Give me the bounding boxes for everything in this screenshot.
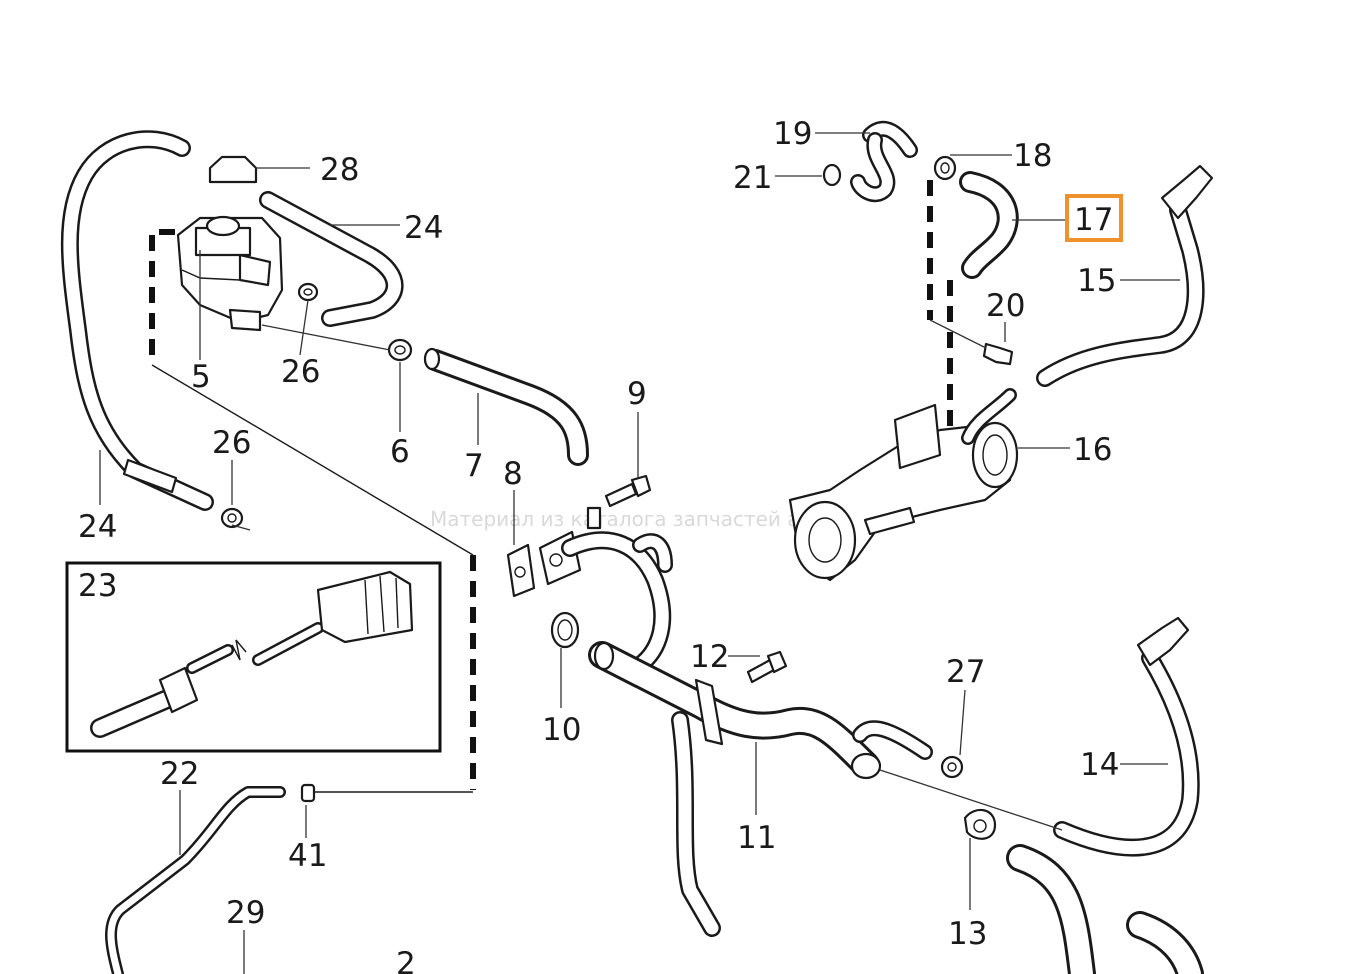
callout-13[interactable]: 13 [948, 916, 987, 952]
callout-7[interactable]: 7 [464, 448, 484, 484]
part-26-clamp-upper[interactable] [297, 282, 319, 302]
part-17-hose[interactable] [959, 171, 1019, 279]
callout-27[interactable]: 27 [946, 654, 985, 690]
callout-10[interactable]: 10 [542, 712, 581, 748]
part-28-reservoir-cap[interactable] [208, 155, 258, 184]
callout-8[interactable]: 8 [503, 456, 523, 492]
callout-12[interactable]: 12 [690, 639, 729, 675]
callout-24-upper[interactable]: 24 [404, 210, 443, 246]
part-lower-right-hose-a[interactable] [1006, 844, 1096, 974]
part-15-hose[interactable] [1036, 164, 1214, 387]
part-10-o-ring[interactable] [550, 611, 580, 649]
callout-11[interactable]: 11 [737, 820, 776, 856]
callout-26-upper[interactable]: 26 [281, 354, 320, 390]
part-9-bolt[interactable] [604, 474, 652, 508]
part-7-hose[interactable] [423, 347, 589, 466]
callout-14[interactable]: 14 [1080, 747, 1119, 783]
callout-21[interactable]: 21 [733, 160, 772, 196]
highlight-box-17 [1065, 194, 1123, 242]
part-18-clamp[interactable] [933, 155, 957, 181]
callout-17[interactable]: 17 [1074, 202, 1113, 238]
part-16-thermostat-housing[interactable] [788, 388, 1019, 582]
part-22-hose[interactable] [105, 786, 286, 974]
part-27-clamp[interactable] [940, 755, 964, 779]
part-21-o-ring[interactable] [822, 163, 842, 187]
part-12-bolt[interactable] [746, 650, 788, 684]
callout-16[interactable]: 16 [1073, 432, 1112, 468]
callout-22[interactable]: 22 [160, 756, 199, 792]
callout-41[interactable]: 41 [288, 838, 327, 874]
callout-19[interactable]: 19 [773, 116, 812, 152]
part-coolant-pipe-upper[interactable] [561, 506, 673, 674]
part-lower-right-hose-b[interactable] [1126, 911, 1204, 974]
part-13-clamp[interactable] [963, 808, 997, 840]
callout-15[interactable]: 15 [1077, 263, 1116, 299]
part-26-clamp-lower[interactable] [220, 507, 244, 529]
callout-5[interactable]: 5 [191, 359, 211, 395]
callout-24-lower[interactable]: 24 [78, 509, 117, 545]
callout-9[interactable]: 9 [627, 376, 647, 412]
callout-labels: 28 24 5 26 6 7 9 8 26 24 23 22 41 29 2 1… [78, 116, 1119, 974]
callout-26-lower[interactable]: 26 [212, 425, 251, 461]
part-6-clamp[interactable] [387, 338, 413, 362]
callout-29[interactable]: 29 [226, 895, 265, 931]
callout-6[interactable]: 6 [390, 434, 410, 470]
callout-20[interactable]: 20 [986, 288, 1025, 324]
callout-28[interactable]: 28 [320, 152, 359, 188]
part-41-fitting[interactable] [300, 783, 316, 803]
part-5-expansion-tank[interactable] [176, 215, 284, 332]
callout-23[interactable]: 23 [78, 568, 117, 604]
part-11-coolant-pipe[interactable] [588, 641, 933, 937]
part-23-level-sensor-box[interactable] [65, 561, 442, 753]
callout-leader-lines [99, 132, 1180, 974]
part-24-long-hose[interactable] [60, 130, 214, 511]
part-20-bolt[interactable] [982, 342, 1014, 366]
part-24-short-hose[interactable] [259, 191, 404, 327]
part-19-pipe[interactable] [850, 120, 918, 203]
callout-18[interactable]: 18 [1013, 138, 1052, 174]
part-14-hose[interactable] [1053, 616, 1200, 857]
callout-2[interactable]: 2 [396, 946, 416, 974]
